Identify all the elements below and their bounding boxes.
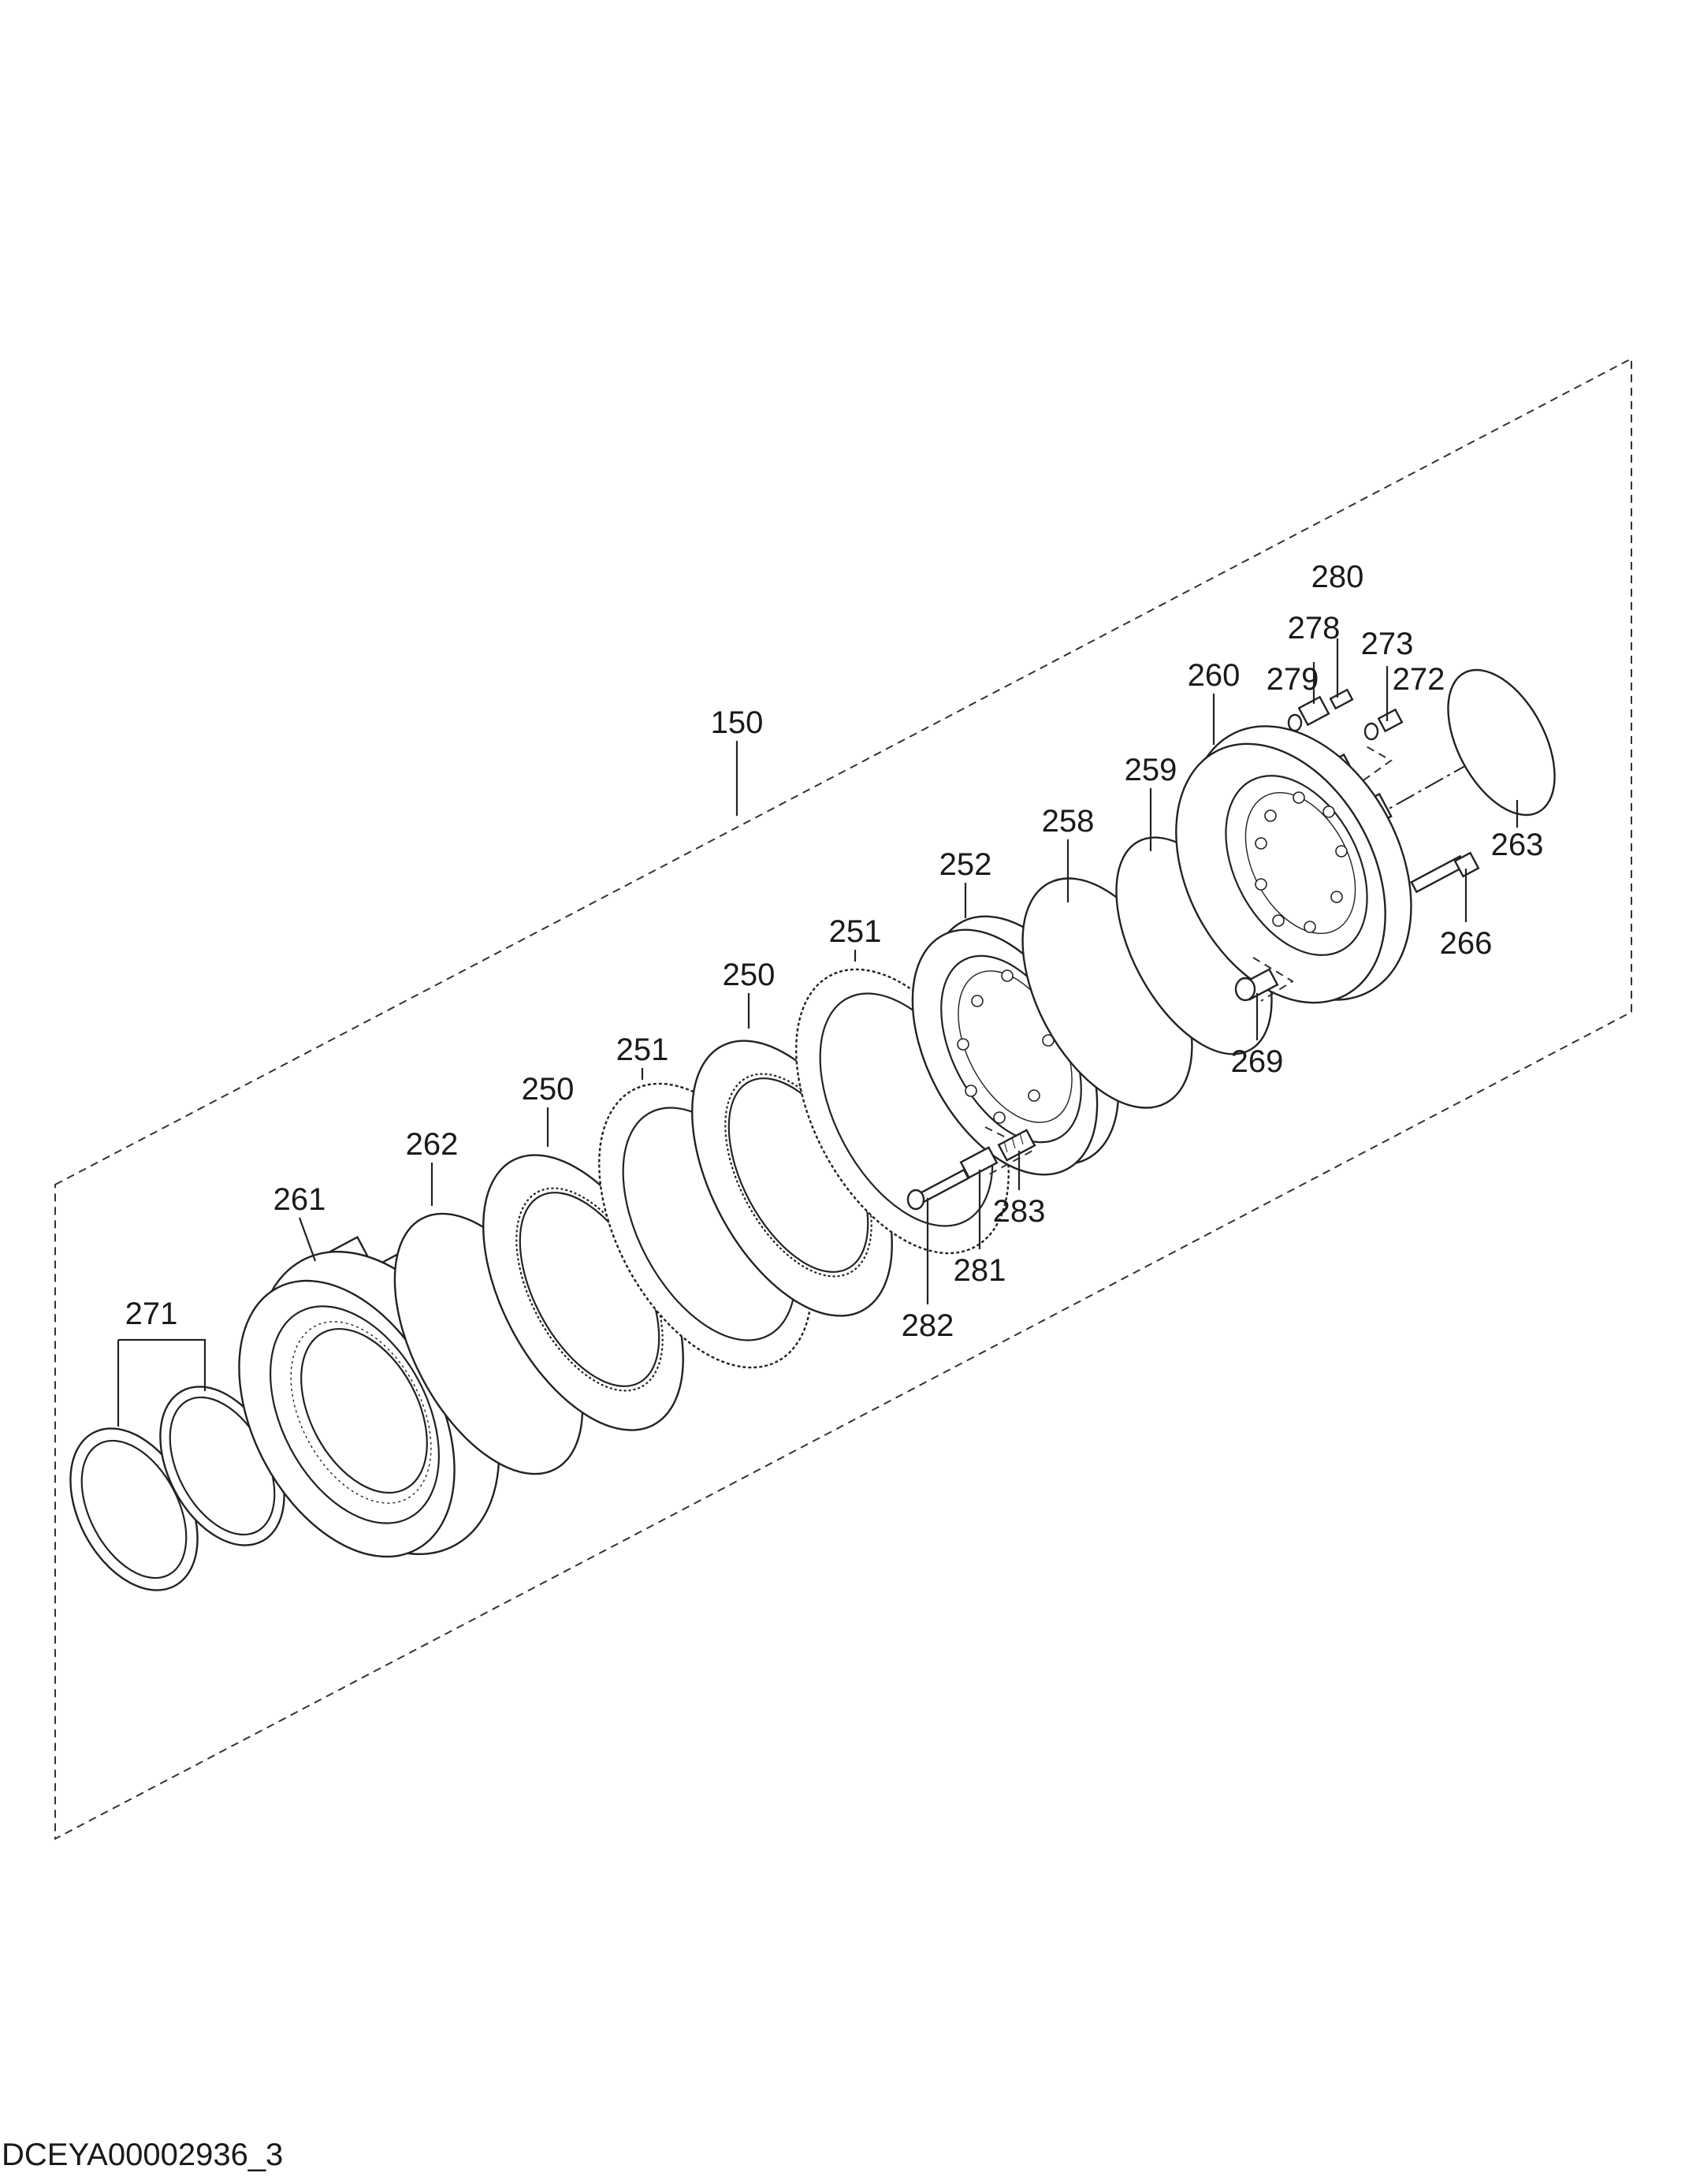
callout-273: 273 <box>1361 627 1414 661</box>
callout-252: 252 <box>939 847 992 882</box>
part-279-washer <box>1287 713 1303 732</box>
callout-271: 271 <box>125 1297 178 1331</box>
callout-261: 261 <box>273 1182 326 1217</box>
callout-269: 269 <box>1231 1044 1284 1079</box>
assembly-boundary <box>54 357 1632 1840</box>
part-273-washer <box>1363 722 1379 741</box>
callout-251-upper: 251 <box>829 914 882 949</box>
leader-lines <box>117 638 1519 1427</box>
callout-250-upper: 250 <box>723 958 776 992</box>
callout-263: 263 <box>1491 828 1544 862</box>
callout-266: 266 <box>1440 926 1493 961</box>
callout-250-lower: 250 <box>522 1072 575 1107</box>
part-281-sleeve <box>959 1146 999 1179</box>
part-266-bolt <box>1410 851 1480 894</box>
callout-labels: 150 250 250 251 251 252 258 259 260 261 … <box>125 560 1544 1343</box>
part-280-screw <box>1329 688 1354 710</box>
callout-260: 260 <box>1188 658 1241 693</box>
callout-282: 282 <box>902 1308 954 1343</box>
part-283-spring <box>997 1129 1036 1162</box>
callout-283: 283 <box>993 1194 1046 1229</box>
part-278-valve-body <box>1297 695 1330 727</box>
part-272-plug <box>1377 708 1404 733</box>
part-260-housing <box>1175 725 1412 1004</box>
callout-272: 272 <box>1393 662 1445 697</box>
callout-279: 279 <box>1267 662 1319 697</box>
callout-251-lower: 251 <box>616 1032 669 1067</box>
callout-262: 262 <box>406 1127 459 1162</box>
callout-280: 280 <box>1311 560 1364 594</box>
part-269-plug <box>1234 968 1279 1002</box>
callout-258: 258 <box>1042 804 1095 839</box>
callout-150: 150 <box>711 705 764 740</box>
part-263-o-ring <box>1447 668 1556 817</box>
callout-281: 281 <box>954 1253 1006 1288</box>
callout-278: 278 <box>1288 611 1341 646</box>
document-id: DCEYA00002936_3 <box>2 2137 284 2172</box>
callout-259: 259 <box>1125 753 1177 787</box>
